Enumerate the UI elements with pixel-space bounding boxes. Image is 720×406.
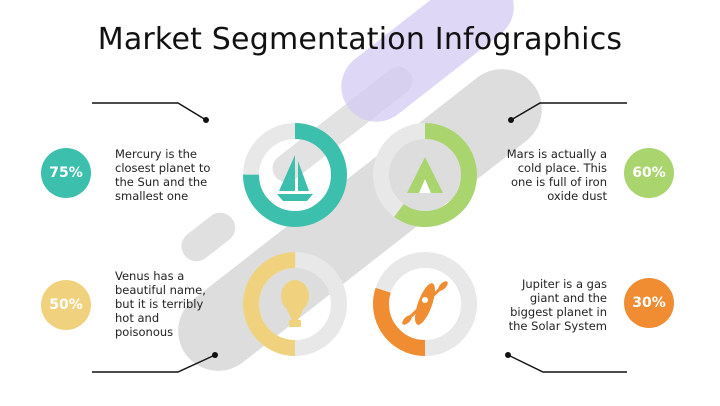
- description-venus: Venus has a beautiful name, but it is te…: [115, 269, 206, 339]
- connector-dot: [505, 352, 511, 358]
- connector-dot: [212, 352, 218, 358]
- connector-dot: [203, 117, 209, 123]
- connector-dot: [508, 117, 514, 123]
- description-mars: Mars is actually a cold place. This one …: [506, 147, 607, 203]
- page-title: Market Segmentation Infographics: [97, 22, 623, 57]
- tent-icon: [407, 157, 443, 193]
- connector-jupiter: [507, 354, 627, 373]
- ring-chart-mars: [373, 123, 477, 227]
- connector-mars: [510, 102, 627, 121]
- percent-badge-jupiter: 30%: [624, 278, 674, 328]
- percent-badge-mars: 60%: [624, 148, 674, 198]
- description-jupiter: Jupiter is a gas giant and the biggest p…: [508, 277, 607, 333]
- percent-badge-venus: 50%: [41, 280, 91, 330]
- connector-venus: [92, 354, 216, 373]
- kayak-icon: [402, 281, 448, 325]
- ring-chart-mercury: [243, 123, 347, 227]
- percent-badge-mercury: 75%: [41, 148, 91, 198]
- hot-air-balloon-icon: [281, 280, 309, 327]
- ring-chart-venus: [243, 252, 347, 356]
- connector-mercury: [92, 102, 207, 121]
- ring-chart-jupiter: [373, 252, 477, 356]
- sailboat-icon: [277, 155, 313, 201]
- description-mercury: Mercury is the closest planet to the Sun…: [115, 147, 211, 203]
